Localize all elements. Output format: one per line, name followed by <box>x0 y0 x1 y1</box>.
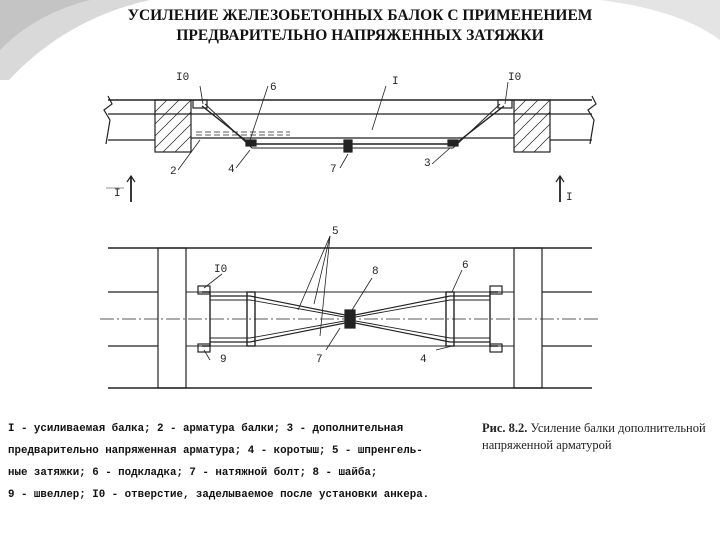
elevation-view <box>103 81 597 202</box>
label-four-elev: 4 <box>228 164 235 176</box>
legend: I - усиливаемая балка; 2 - арматура балк… <box>8 418 440 506</box>
label-col-left: I0 <box>176 72 189 84</box>
label-section-right: I <box>566 192 573 204</box>
label-eight: 8 <box>372 266 379 278</box>
plan-view <box>100 235 600 389</box>
technical-drawing: I0 I I0 6 2 4 7 3 I I 5 8 6 I0 9 7 4 <box>100 72 600 389</box>
legend-line: ные затяжки; 6 - подкладка; 7 - натяжной… <box>8 467 378 479</box>
label-six-elev: 6 <box>270 82 277 94</box>
figure-caption: Рис. 8.2. Усиление балки дополнительной … <box>482 420 712 454</box>
legend-line: I - усиливаемая балка; 2 - арматура балк… <box>8 423 404 435</box>
label-three: 3 <box>424 158 431 170</box>
label-section-left: I <box>114 188 121 200</box>
decorative-corner <box>0 0 720 80</box>
label-two: 2 <box>170 166 177 178</box>
figure-text: Усиление балки дополнительной напряженно… <box>482 421 706 452</box>
label-five: 5 <box>332 226 339 238</box>
page-title: УСИЛЕНИЕ ЖЕЛЕЗОБЕТОННЫХ БАЛОК С ПРИМЕНЕН… <box>60 6 660 46</box>
label-col-right: I0 <box>508 72 521 84</box>
label-four-plan: 4 <box>420 354 427 366</box>
label-seven-elev: 7 <box>330 164 337 176</box>
figure-number: Рис. 8.2. <box>482 421 528 435</box>
legend-line: предварительно напряженная арматура; 4 -… <box>8 445 423 457</box>
left-column <box>154 99 192 153</box>
label-ten-plan: I0 <box>214 264 227 276</box>
legend-line: 9 - швеллер; I0 - отверстие, заделываемо… <box>8 489 430 501</box>
label-six-plan: 6 <box>462 260 469 272</box>
title-line-1: УСИЛЕНИЕ ЖЕЛЕЗОБЕТОННЫХ БАЛОК С ПРИМЕНЕН… <box>127 7 593 24</box>
label-beam: I <box>392 76 399 88</box>
label-seven-plan: 7 <box>316 354 323 366</box>
title-line-2: ПРЕДВАРИТЕЛЬНО НАПРЯЖЕННЫХ ЗАТЯЖКИ <box>176 27 544 44</box>
label-nine: 9 <box>220 354 227 366</box>
right-column <box>513 99 551 153</box>
